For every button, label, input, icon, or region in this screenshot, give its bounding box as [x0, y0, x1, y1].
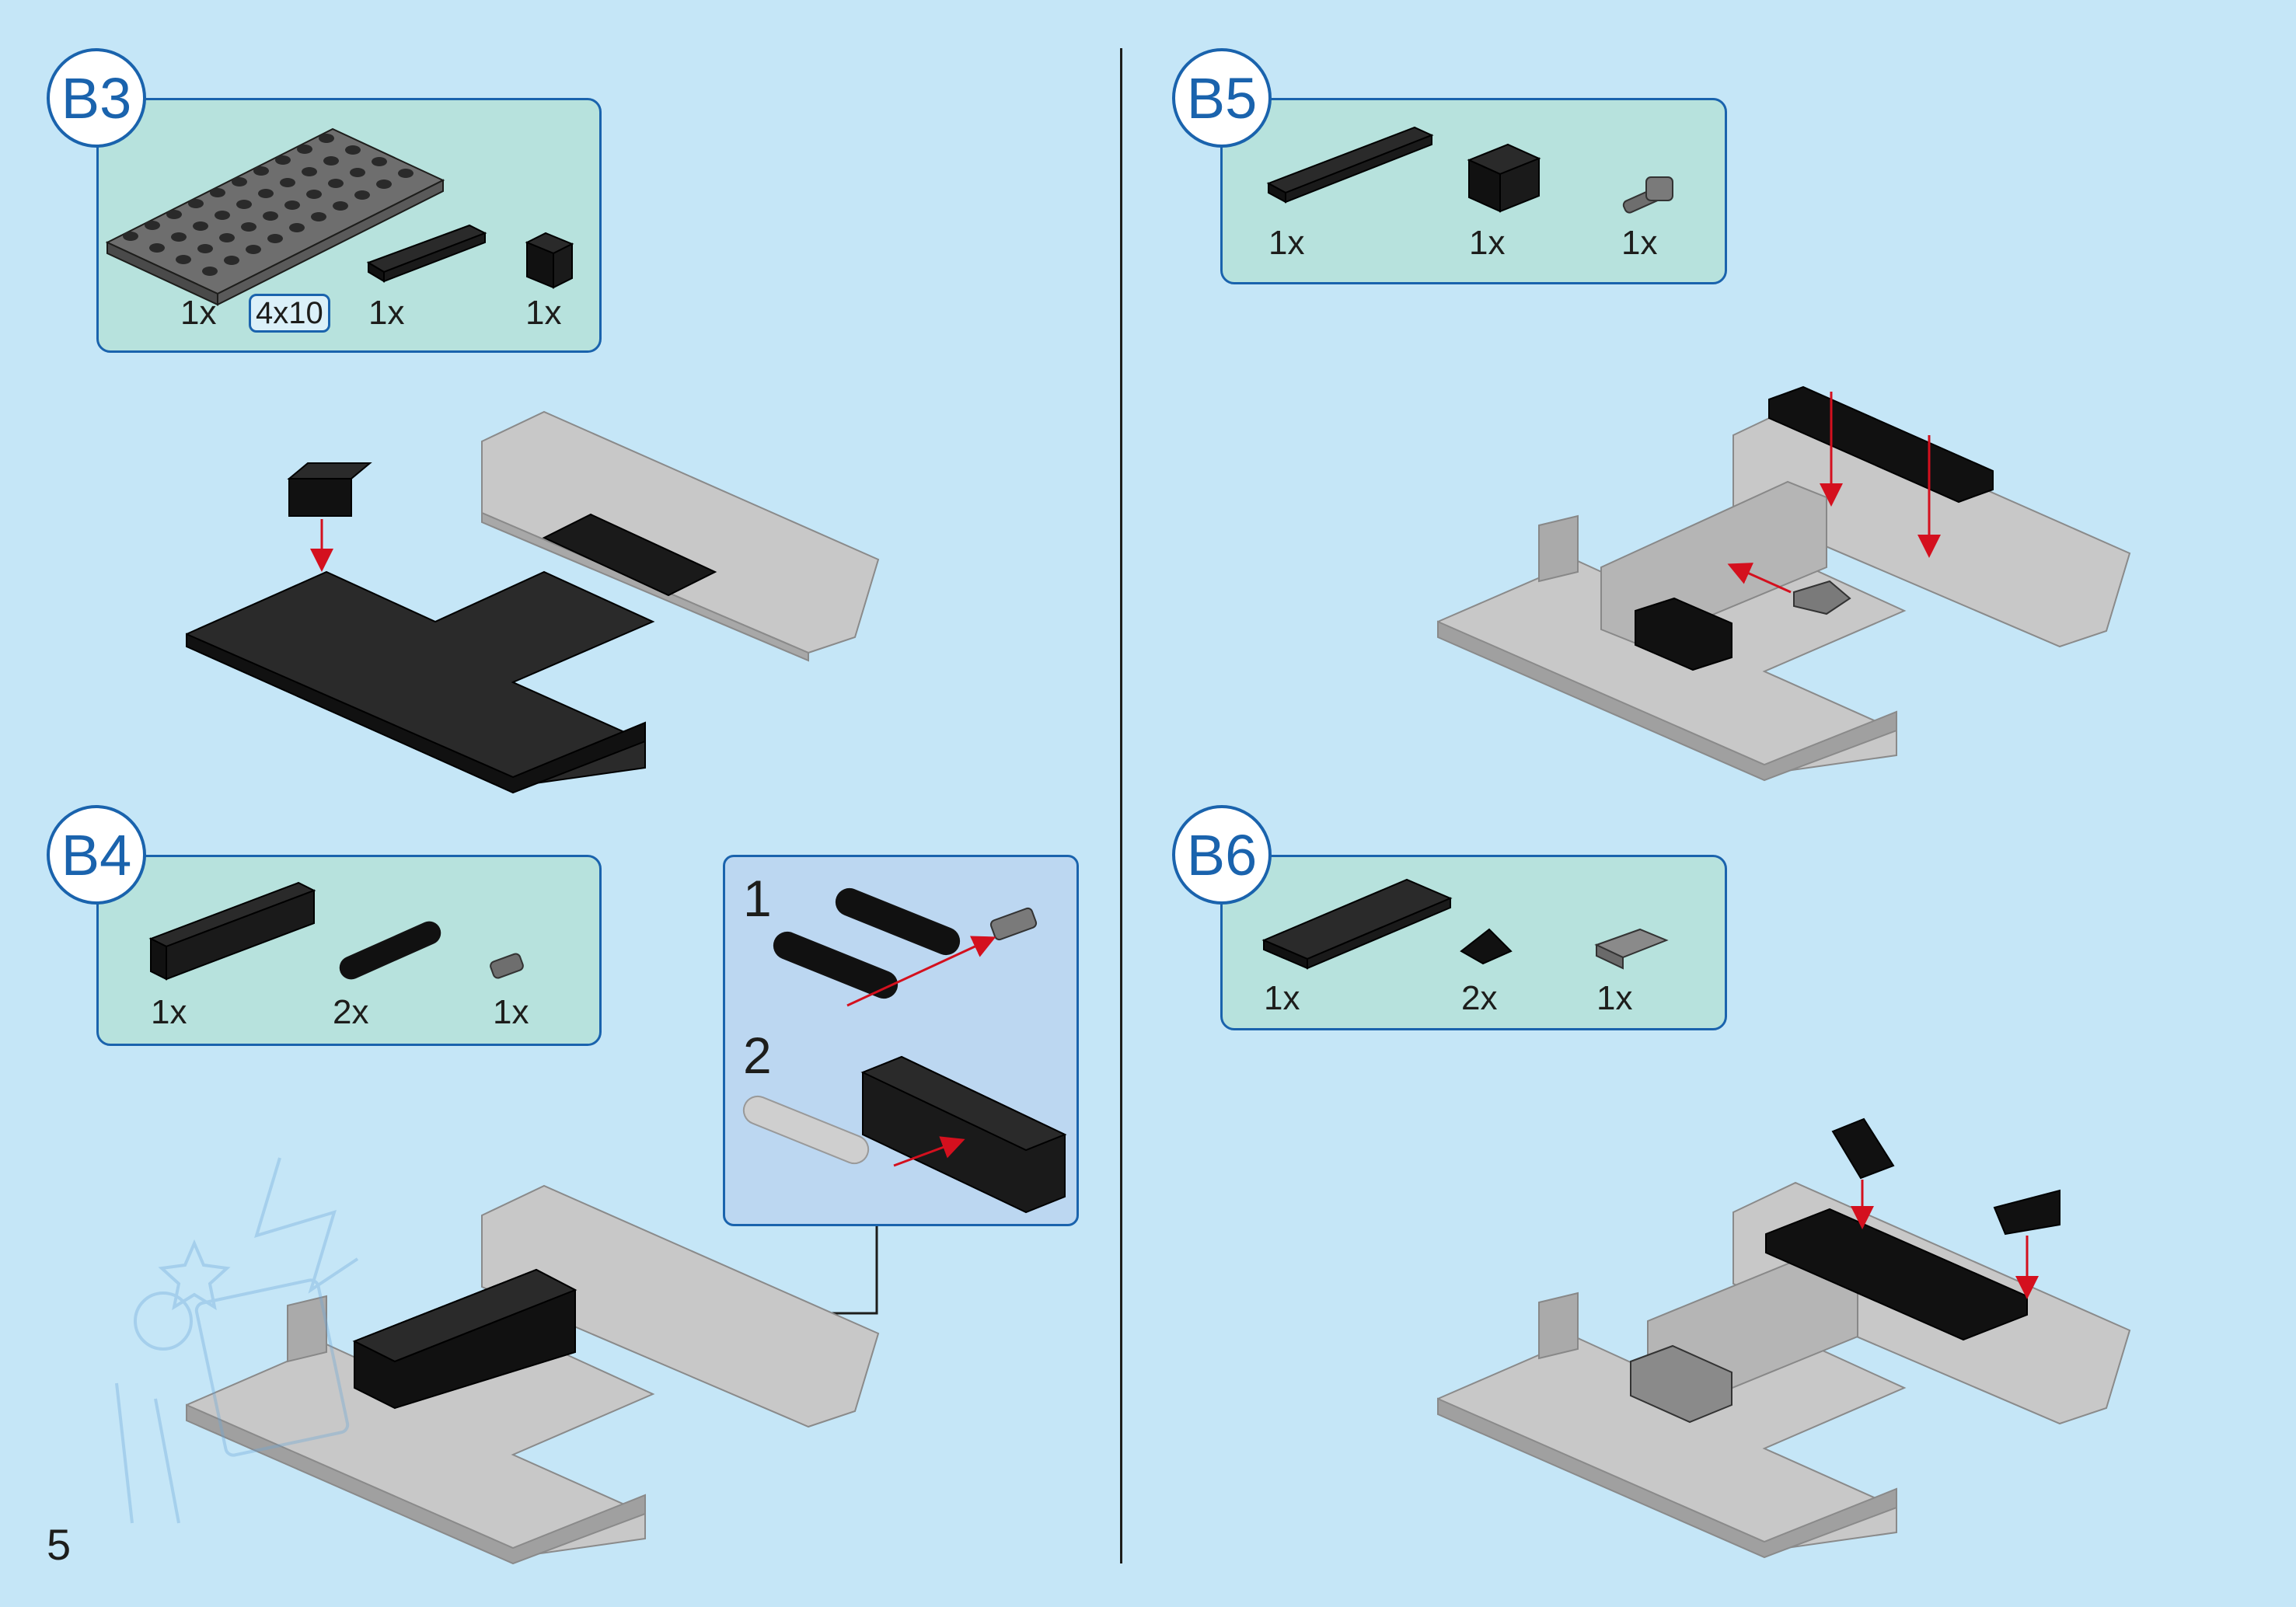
plate-stud: [284, 200, 300, 210]
plate-stud: [202, 267, 218, 276]
plate-stud: [302, 167, 317, 176]
plate-stud: [145, 221, 160, 230]
plate-stud: [197, 244, 213, 253]
plate-stud: [311, 212, 326, 221]
plate-stud: [267, 234, 283, 243]
b3-plate-studs: [123, 134, 413, 276]
plate-stud: [333, 201, 348, 211]
plate-stud: [224, 256, 239, 265]
page-number: 5: [47, 1520, 72, 1569]
b4-technic-pin: [490, 953, 524, 979]
plate-stud: [219, 233, 235, 242]
b5-black-plate-1x6: [1266, 126, 1434, 204]
plate-stud: [372, 157, 387, 166]
substep-number-1: 1: [743, 870, 772, 927]
substep-2-illustration: [742, 1055, 1067, 1214]
plate-stud: [193, 221, 208, 231]
plate-stud: [289, 223, 305, 232]
plate-stud: [319, 134, 334, 143]
plate-stud: [350, 168, 365, 177]
b3-black-brick-1x1: [525, 232, 574, 289]
plate-stud: [210, 188, 225, 197]
plate-stud: [123, 232, 138, 241]
plate-stud: [323, 156, 339, 166]
plate-stud: [246, 245, 261, 254]
plate-stud: [176, 255, 191, 264]
plate-stud: [275, 155, 291, 165]
b6-qty-tile: 1x: [1596, 979, 1633, 1017]
b4-technic-beam: [339, 921, 441, 980]
column-divider: [1120, 48, 1122, 1563]
plate-stud: [297, 145, 312, 154]
plate-stud: [236, 200, 252, 209]
plate-stud: [166, 210, 182, 219]
plate-stud: [263, 211, 278, 221]
b6-gray-tile-1x2: [1594, 928, 1669, 970]
plate-stud: [354, 190, 370, 200]
substep-number-2: 2: [743, 1027, 772, 1084]
b3-model: [186, 410, 880, 794]
step-badge-b4: B4: [47, 805, 146, 905]
plate-stud: [253, 166, 269, 176]
b5-qty-black-brick: 1x: [1469, 224, 1506, 262]
plate-stud: [376, 180, 392, 189]
b5-gray-clip: [1622, 176, 1673, 214]
b6-black-plate-2x6: [1261, 878, 1453, 970]
b5-qty-clip: 1x: [1621, 224, 1658, 262]
b3-qty-black-brick: 1x: [525, 294, 562, 332]
b5-black-brick-1x2: [1467, 143, 1541, 213]
plate-stud: [258, 189, 274, 198]
plate-stud: [398, 169, 413, 178]
b4-technic-brick: [148, 881, 316, 981]
plate-stud: [232, 177, 247, 186]
plate-stud: [328, 179, 344, 188]
plate-stud: [280, 178, 295, 187]
b4-qty-pin: 1x: [493, 993, 529, 1031]
mascot-watermark: [115, 1157, 359, 1524]
b3-black-plate-1x4: [366, 224, 487, 283]
b3-qty-black-plate: 1x: [368, 294, 405, 332]
substep-1-illustration: [773, 887, 1038, 1007]
plate-stud: [241, 222, 256, 232]
plate-stud: [306, 190, 322, 199]
b5-qty-black-plate: 1x: [1268, 224, 1305, 262]
b3-size-tag: 4x10: [249, 294, 330, 333]
b6-black-slope-1x1: [1460, 928, 1513, 965]
b4-qty-technic-brick: 1x: [151, 993, 187, 1031]
step-badge-b3: B3: [47, 48, 146, 148]
b6-qty-slope: 2x: [1461, 979, 1498, 1017]
plate-stud: [215, 211, 230, 220]
b4-qty-beam: 2x: [333, 993, 369, 1031]
plate-stud: [171, 232, 187, 242]
plate-stud: [149, 243, 165, 253]
step-badge-b6: B6: [1172, 805, 1272, 905]
plate-stud: [188, 199, 204, 208]
step-badge-b5: B5: [1172, 48, 1272, 148]
b4-model: [186, 1184, 880, 1565]
b5-model: [1437, 385, 2131, 782]
plate-stud: [345, 145, 361, 155]
b6-model: [1437, 1117, 2131, 1559]
b6-qty-black-plate: 1x: [1264, 979, 1300, 1017]
